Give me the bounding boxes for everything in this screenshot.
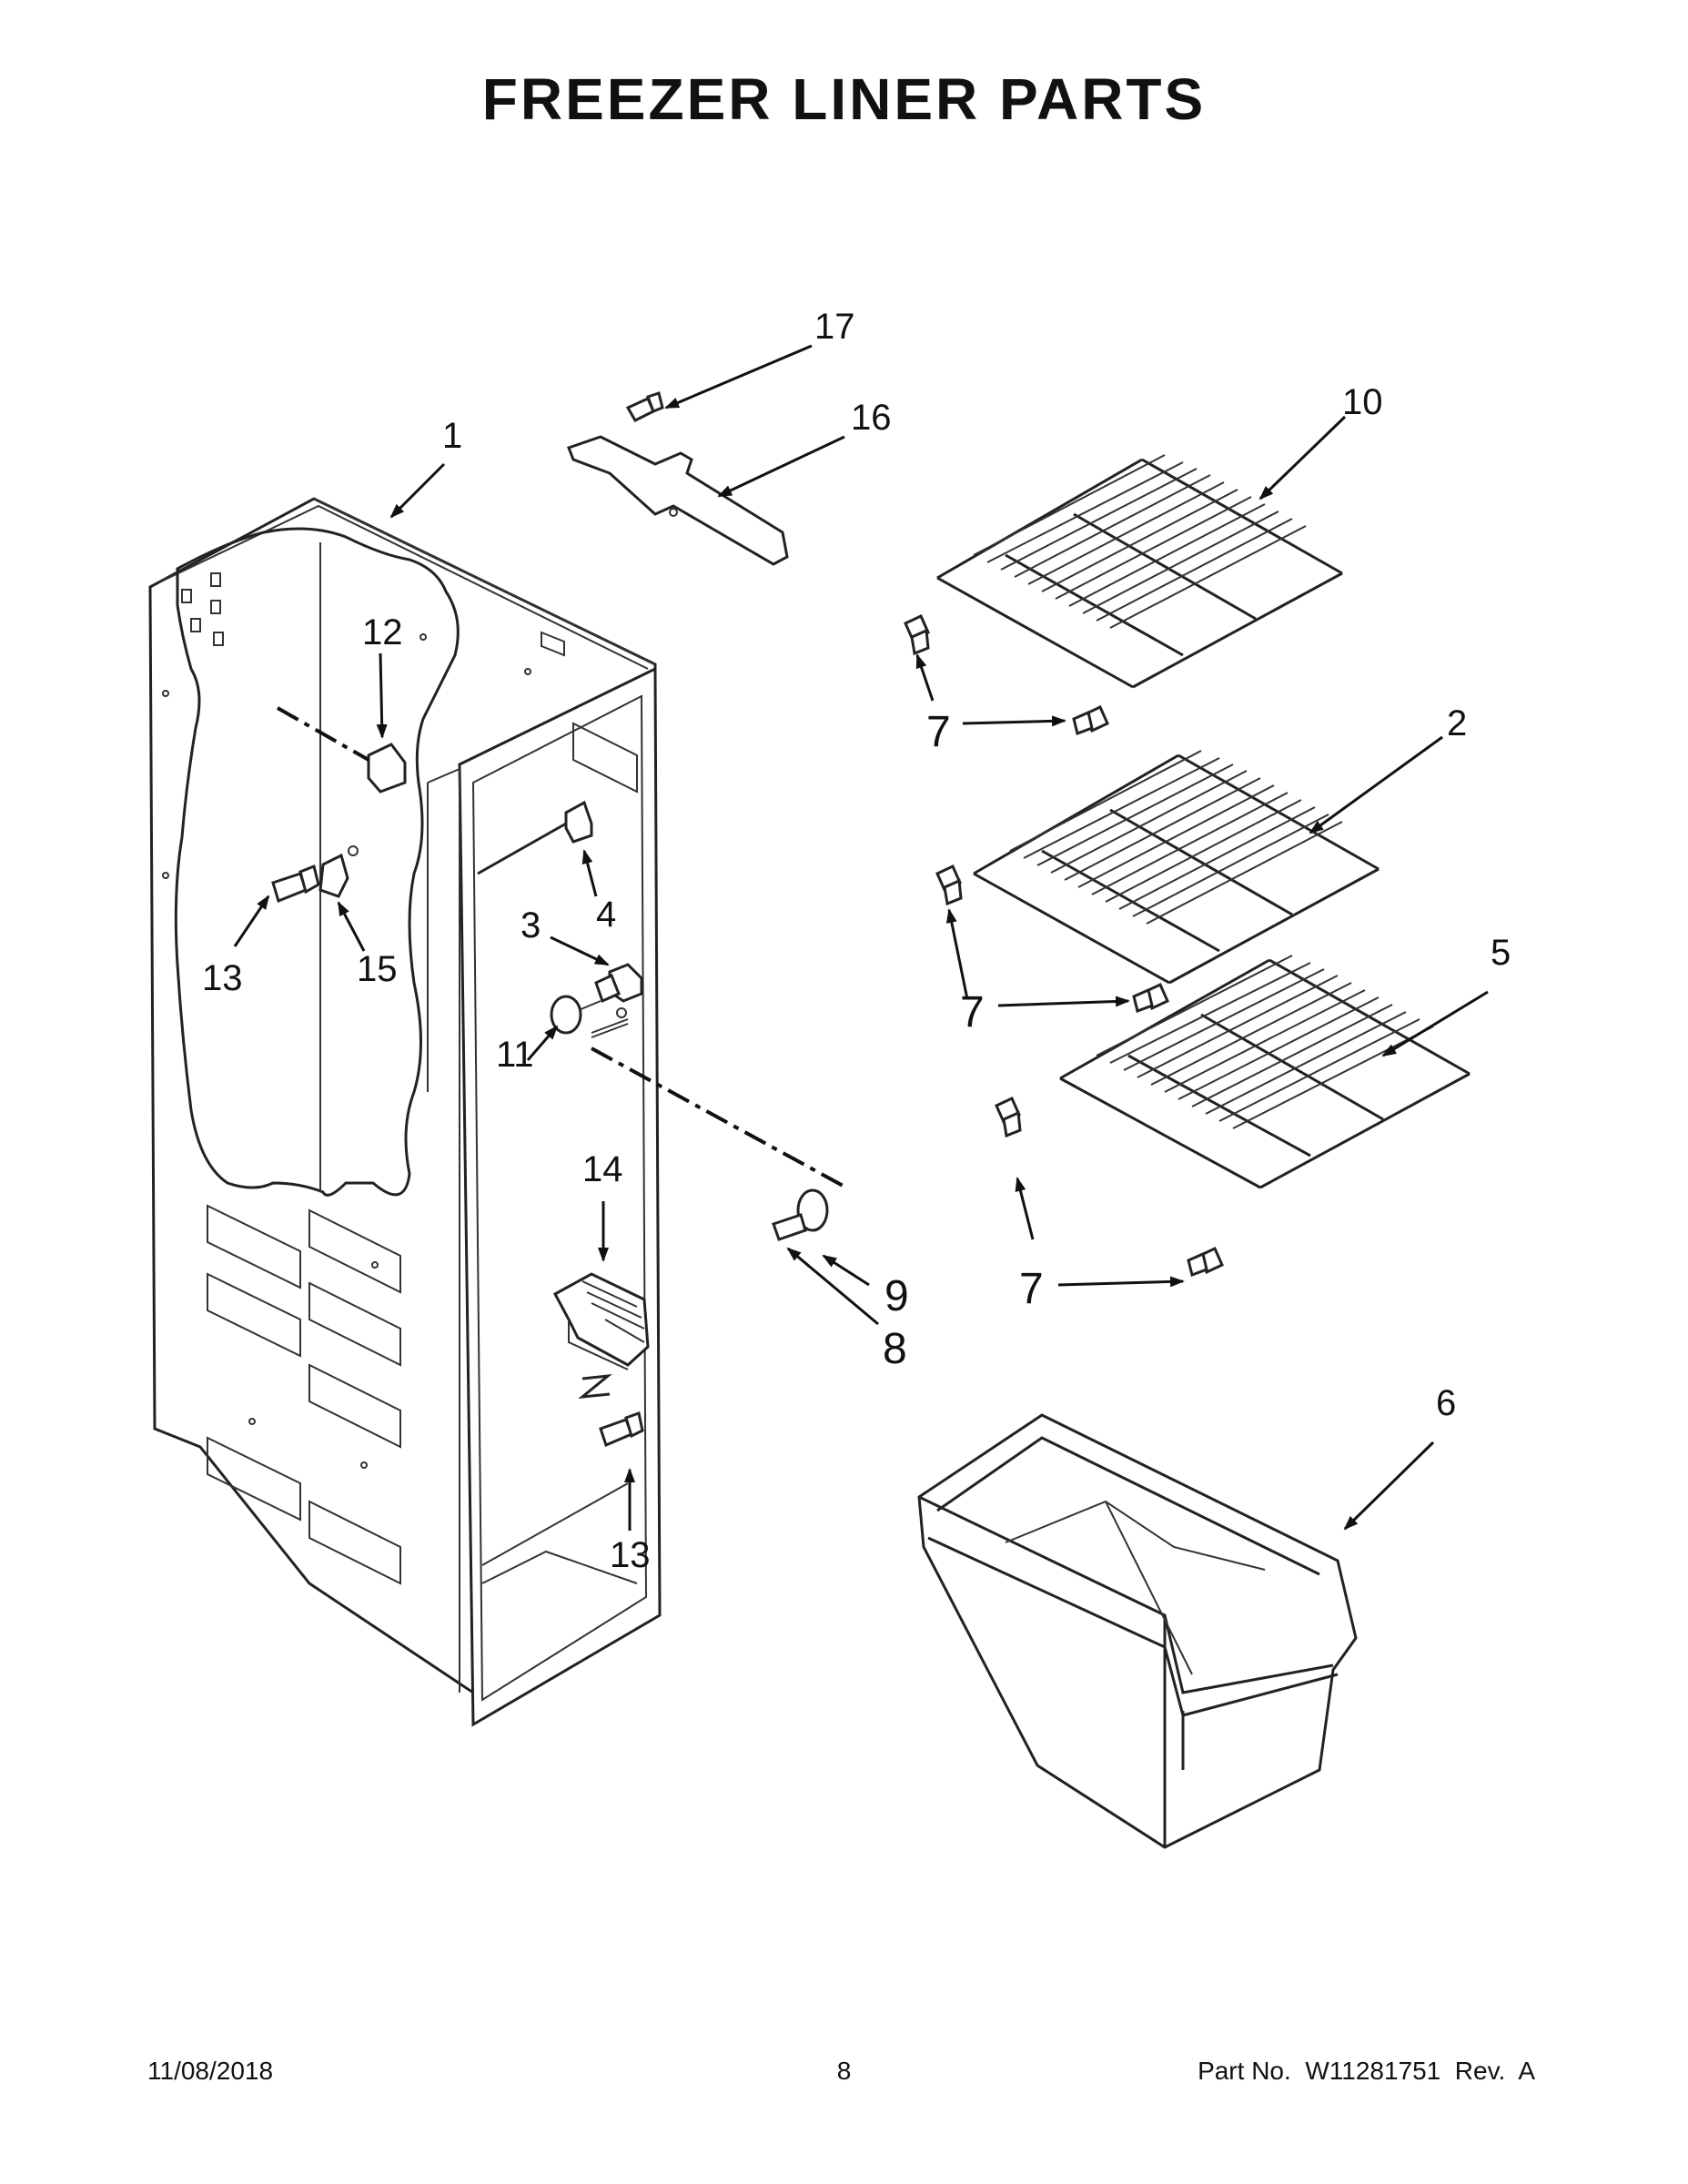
footer-page-number: 8 [836, 2057, 852, 2085]
callout-labels: 1 17 16 10 2 5 6 12 4 3 11 15 13 14 9 8 … [202, 307, 1511, 1575]
callout-8: 8 [883, 1325, 907, 1373]
part-2-wire-shelf [973, 750, 1380, 985]
callout-16: 16 [851, 398, 892, 438]
part-7-shelf-supports [904, 613, 1224, 1277]
callout-3: 3 [521, 905, 541, 945]
part-5-wire-shelf [1059, 955, 1471, 1189]
callout-10: 10 [1342, 382, 1383, 422]
part-13-screw-lower [599, 1411, 644, 1448]
callout-6: 6 [1436, 1383, 1456, 1423]
callout-11: 11 [496, 1035, 534, 1075]
part-16-bracket [567, 435, 789, 566]
callout-9: 9 [884, 1272, 909, 1320]
callout-2: 2 [1447, 703, 1467, 743]
freezer-liner [148, 497, 662, 1727]
callout-7-top: 7 [926, 708, 951, 756]
footer-date: 11/08/2018 [147, 2057, 274, 2085]
part-6-ice-bin [917, 1413, 1358, 1849]
page-title: FREEZER LINER PARTS [481, 66, 1207, 132]
part-11-bulb [550, 995, 629, 1038]
callout-13-lower: 13 [610, 1535, 651, 1575]
footer-part-number: Part No. W11281751 Rev. A [1198, 2057, 1535, 2085]
callout-7-bottom: 7 [1019, 1265, 1044, 1313]
callout-7-middle: 7 [960, 988, 985, 1036]
part-4-clip [477, 800, 593, 875]
part-15-clip [318, 845, 359, 898]
spring-icon [578, 1373, 612, 1399]
callout-14: 14 [582, 1149, 623, 1189]
part-3-light-socket [594, 963, 643, 1004]
callout-13-upper: 13 [202, 958, 243, 998]
part-17-screw [625, 391, 664, 422]
part-14-cover [552, 1272, 650, 1370]
part-10-wire-shelf [936, 454, 1343, 689]
callout-4: 4 [596, 895, 616, 935]
part-12-clip [277, 706, 407, 794]
part-8-9-fastener [772, 1188, 829, 1241]
callout-12: 12 [362, 612, 403, 652]
callout-17: 17 [814, 307, 855, 347]
part-13-screw-upper [271, 864, 320, 904]
leader-arrows [233, 344, 1489, 1531]
callout-1: 1 [442, 416, 462, 456]
callout-5: 5 [1491, 933, 1511, 973]
callout-15: 15 [357, 949, 398, 989]
